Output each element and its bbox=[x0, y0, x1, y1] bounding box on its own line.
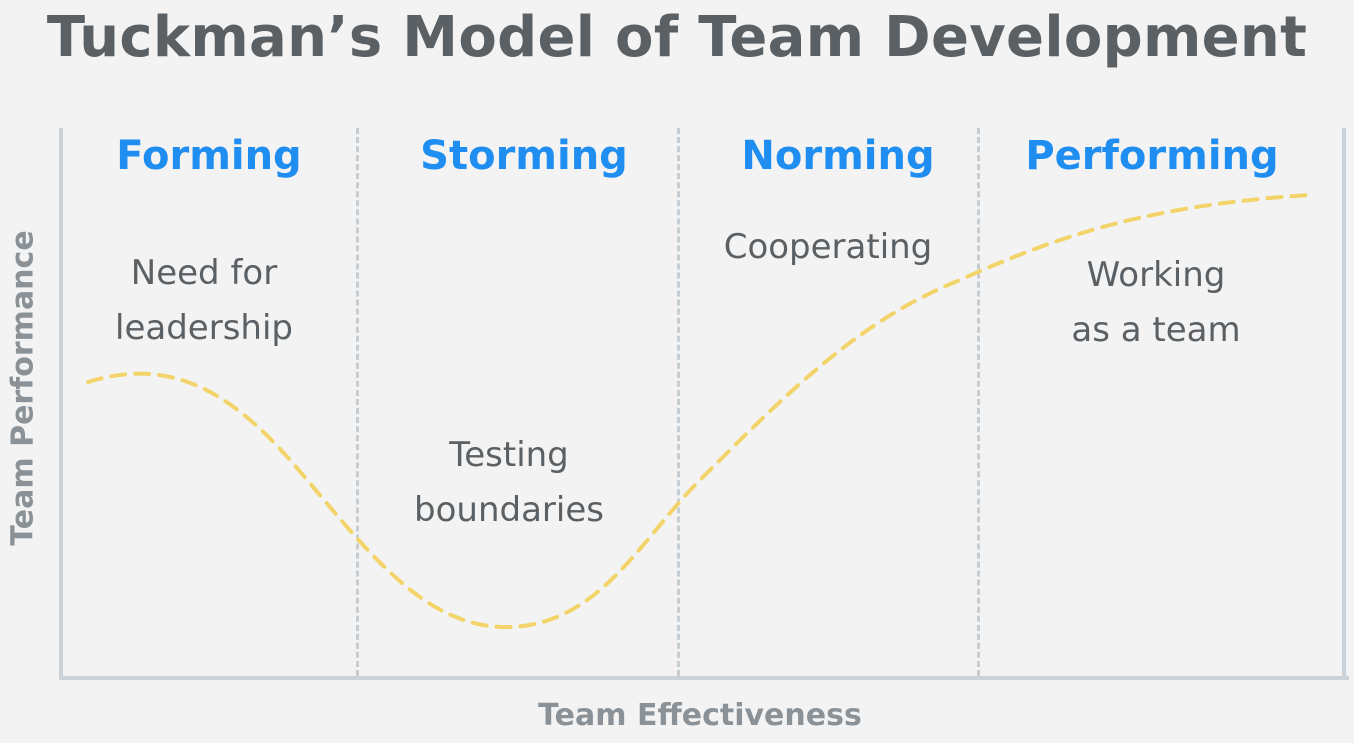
note-line: Cooperating bbox=[723, 227, 933, 267]
note-line: as a team bbox=[1071, 310, 1241, 350]
note-line: Testing bbox=[449, 435, 569, 475]
x-axis-line bbox=[59, 676, 1349, 680]
stage-note-norming: Cooperating bbox=[673, 220, 983, 275]
y-axis-label: Team Performance bbox=[5, 230, 41, 546]
stage-note-forming: Need for leadership bbox=[54, 246, 354, 356]
diagram-title: Tuckman’s Model of Team Development bbox=[46, 5, 1308, 70]
stage-label-forming: Forming bbox=[116, 133, 302, 179]
stage-label-norming: Norming bbox=[741, 133, 935, 179]
x-axis-label: Team Effectiveness bbox=[538, 698, 862, 733]
stage-note-performing: Working as a team bbox=[1006, 248, 1306, 358]
performance-curve-path bbox=[86, 193, 1312, 630]
note-line: leadership bbox=[115, 308, 293, 348]
note-line: Working bbox=[1086, 255, 1226, 295]
right-border-line bbox=[1342, 128, 1346, 678]
note-line: Need for bbox=[130, 253, 278, 293]
y-axis-line bbox=[59, 128, 63, 678]
stage-divider-1 bbox=[356, 128, 359, 676]
stage-divider-2 bbox=[677, 128, 680, 676]
stage-divider-3 bbox=[977, 128, 980, 676]
stage-label-performing: Performing bbox=[1025, 133, 1279, 179]
stage-label-storming: Storming bbox=[420, 133, 628, 179]
note-line: boundaries bbox=[414, 490, 604, 530]
stage-note-storming: Testing boundaries bbox=[359, 428, 659, 538]
